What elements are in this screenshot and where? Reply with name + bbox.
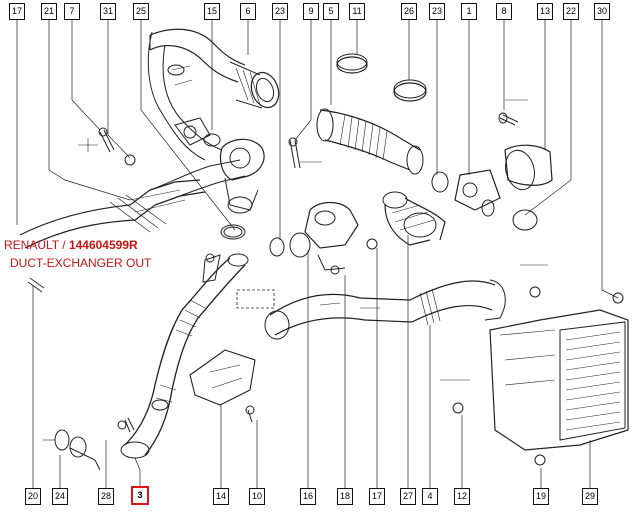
caption-brand: RENAULT	[4, 238, 59, 252]
callout-top-31: 31	[100, 3, 116, 20]
dimension-markers	[43, 99, 548, 441]
intercooler-29	[489, 309, 629, 466]
callout-bottom-27: 27	[400, 488, 416, 505]
callout-top-23a: 23	[272, 3, 288, 20]
callout-top-6: 6	[240, 3, 256, 20]
fasteners	[98, 127, 624, 433]
caption-separator: /	[62, 238, 66, 252]
bolt-8	[498, 112, 519, 126]
callout-bottom-3-highlighted[interactable]: 3	[131, 486, 149, 505]
callout-top-30: 30	[594, 3, 610, 20]
callout-top-21: 21	[41, 3, 57, 20]
throttle-unit-1	[431, 169, 501, 217]
hose-5	[316, 108, 424, 175]
callout-bottom-28: 28	[98, 488, 114, 505]
callout-bottom-4: 4	[422, 488, 438, 505]
duct-25	[147, 28, 246, 161]
callout-bottom-29: 29	[582, 488, 598, 505]
part-caption: RENAULT / 144604599R DUCT-EXCHANGER OUT	[4, 236, 151, 272]
clamps-11-26	[336, 53, 427, 102]
callout-top-15: 15	[204, 3, 220, 20]
callout-top-5: 5	[323, 3, 339, 20]
callout-bottom-19: 19	[533, 488, 549, 505]
bracket-14	[189, 349, 256, 406]
caption-part-number: 144604599R	[68, 238, 138, 252]
callout-bottom-20: 20	[25, 488, 41, 505]
callout-bottom-14: 14	[213, 488, 229, 505]
connector-16-18	[269, 201, 378, 271]
callout-bottom-17: 17	[369, 488, 385, 505]
leader-lines	[16, 18, 619, 490]
hose-27	[382, 191, 446, 246]
hose-6	[229, 61, 280, 109]
duct-21	[19, 159, 246, 249]
callout-top-22: 22	[563, 3, 579, 20]
duct-exchanger-out-3	[120, 253, 249, 459]
callout-top-1: 1	[461, 3, 477, 20]
callout-top-8: 8	[496, 3, 512, 20]
callout-top-11: 11	[349, 3, 365, 20]
callout-top-23b: 23	[429, 3, 445, 20]
sleeve-13	[504, 144, 553, 231]
caption-line-1: RENAULT / 144604599R	[4, 236, 151, 254]
callout-top-17: 17	[9, 3, 25, 20]
o-rings-bottom-left	[27, 277, 101, 471]
valve-body	[219, 138, 265, 240]
callout-bottom-24: 24	[52, 488, 68, 505]
callout-top-9: 9	[303, 3, 319, 20]
callout-top-13: 13	[537, 3, 553, 20]
callout-bottom-10: 10	[249, 488, 265, 505]
callout-bottom-18: 18	[337, 488, 353, 505]
callout-top-7: 7	[64, 3, 80, 20]
callout-top-26: 26	[401, 3, 417, 20]
flange-15	[174, 117, 221, 147]
dashed-outline	[236, 289, 275, 309]
caption-description: DUCT-EXCHANGER OUT	[10, 256, 152, 270]
duct-4	[264, 279, 506, 340]
callout-bottom-12: 12	[454, 488, 470, 505]
callout-bottom-16: 16	[300, 488, 316, 505]
callout-top-25: 25	[133, 3, 149, 20]
